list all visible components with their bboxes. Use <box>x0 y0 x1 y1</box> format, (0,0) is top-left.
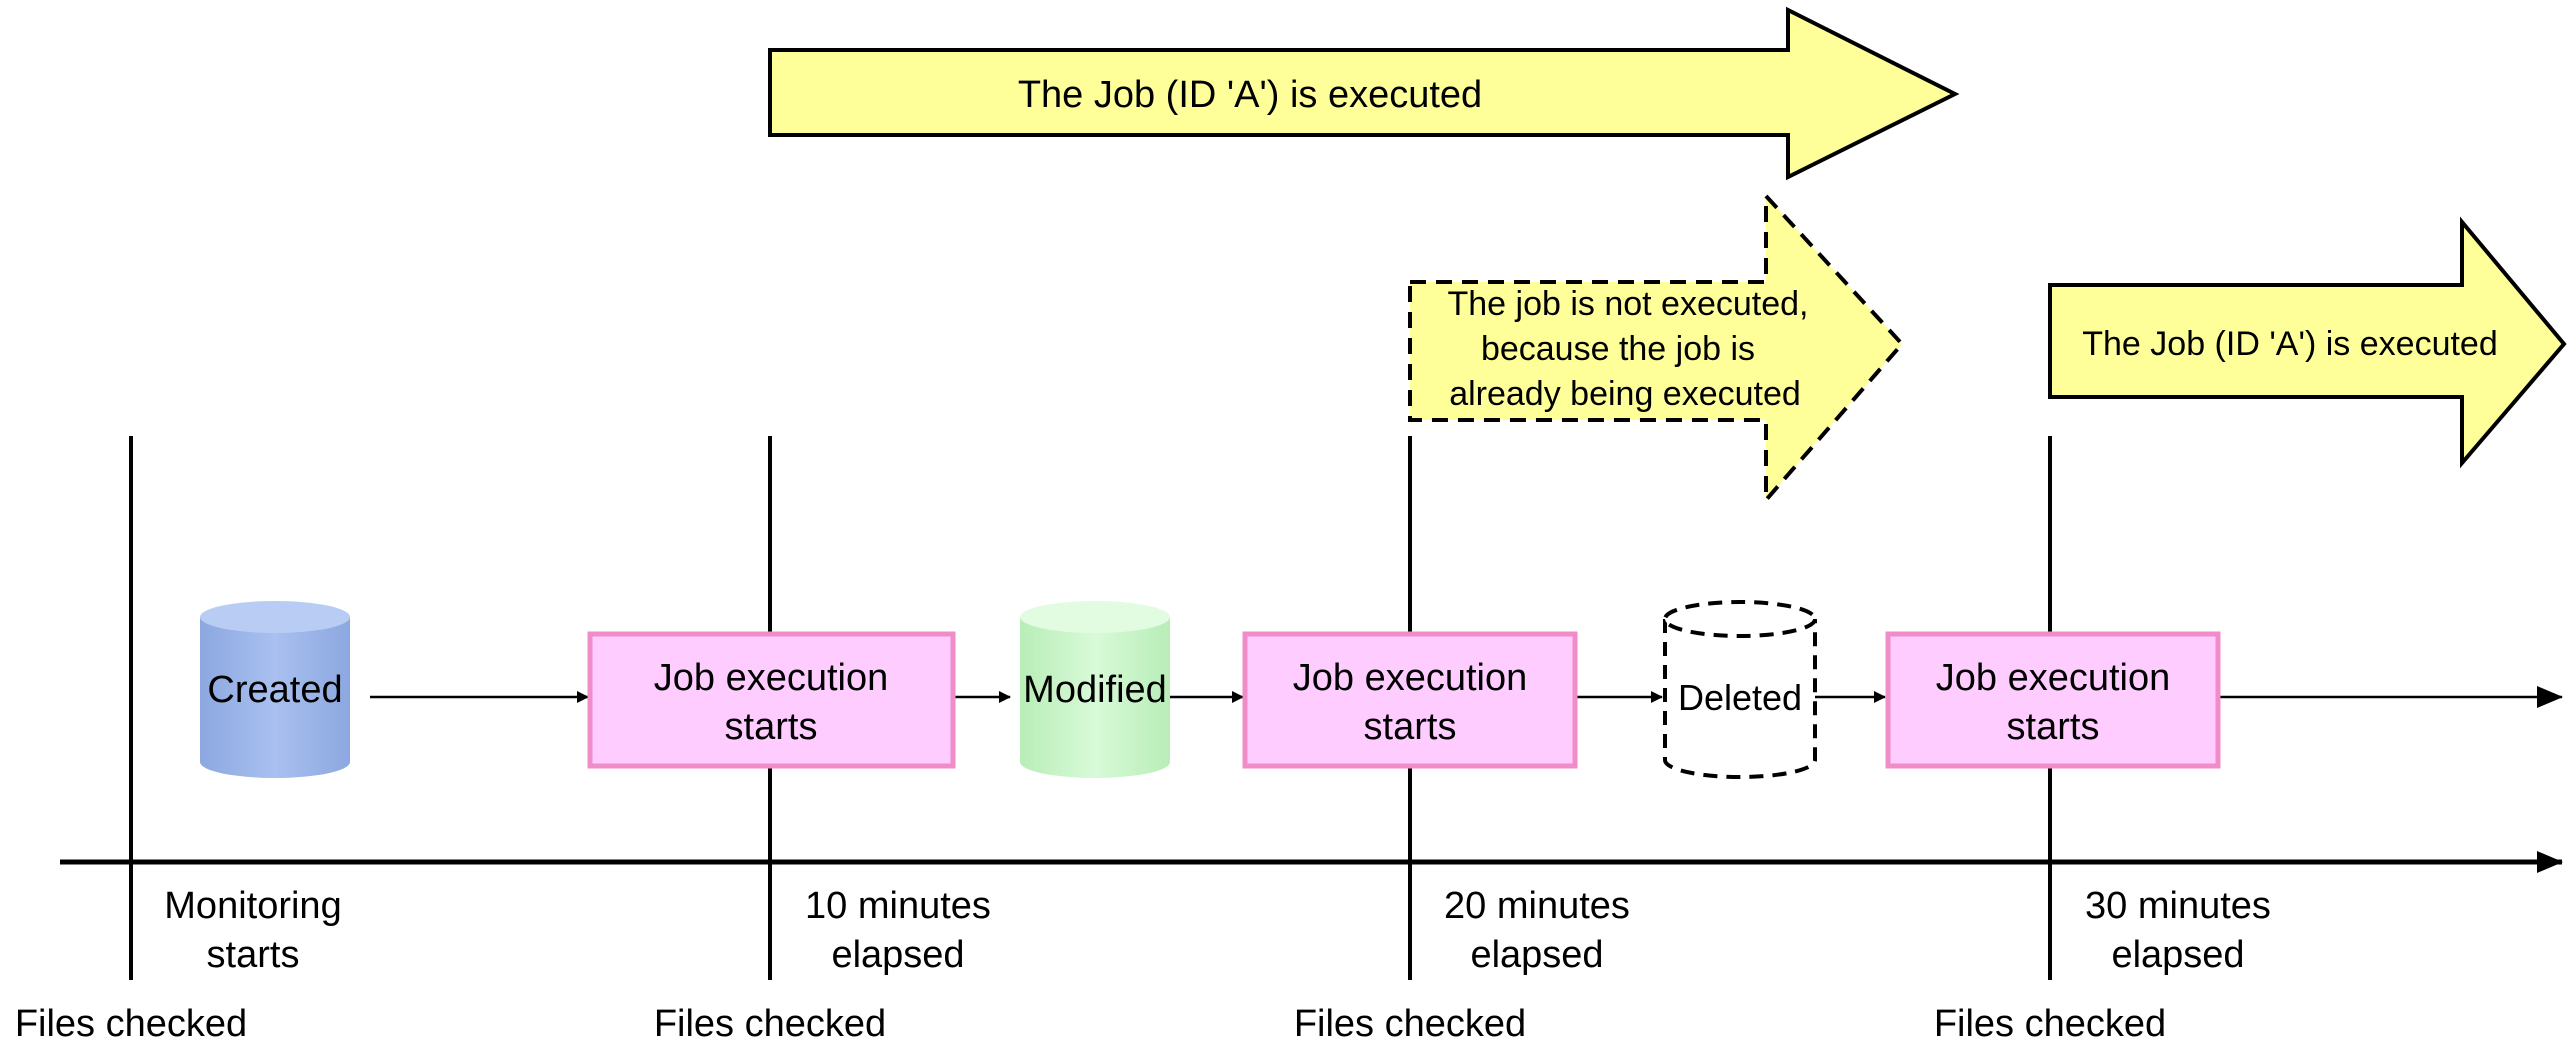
files-checked-10: Files checked <box>654 1003 886 1044</box>
job-execution-box-1: Job execution starts <box>587 631 956 769</box>
files-checked-labels: Files checked Files checked Files checke… <box>15 1003 2166 1044</box>
files-checked-0: Files checked <box>15 1003 247 1044</box>
timeline-mark-labels: Monitoring starts 10 minutes elapsed 20 … <box>164 885 2271 976</box>
job-executed-label-right: The Job (ID 'A') is executed <box>2082 325 2498 363</box>
job-executed-arrow-top: The Job (ID 'A') is executed <box>768 6 1960 181</box>
job-box-3-line1: Job execution <box>1936 657 2171 699</box>
mark-0-line1: Monitoring <box>164 885 341 927</box>
job-executed-arrow-right: The Job (ID 'A') is executed <box>2048 216 2567 469</box>
not-executed-label-line3: already being executed <box>1449 375 1801 413</box>
job-box-1-line2: starts <box>725 706 818 748</box>
job-box-2-line2: starts <box>1364 706 1457 748</box>
not-executed-label-line1: The job is not executed, <box>1447 285 1808 323</box>
mark-20-line1: 20 minutes <box>1444 885 1630 927</box>
modified-file-cylinder: Modified <box>1020 601 1170 778</box>
deleted-file-cylinder: Deleted <box>1663 600 1817 779</box>
modified-label: Modified <box>1023 669 1167 711</box>
created-label: Created <box>207 669 342 711</box>
job-execution-box-2: Job execution starts <box>1242 631 1578 769</box>
files-checked-20: Files checked <box>1294 1003 1526 1044</box>
mark-30-line1: 30 minutes <box>2085 885 2271 927</box>
job-execution-box-3: Job execution starts <box>1885 631 2221 769</box>
job-box-2-line1: Job execution <box>1293 657 1528 699</box>
created-file-cylinder: Created <box>200 601 350 778</box>
mark-20-line2: elapsed <box>1470 934 1603 976</box>
mark-0-line2: starts <box>207 934 300 976</box>
job-box-3-line2: starts <box>2007 706 2100 748</box>
mark-10-line2: elapsed <box>831 934 964 976</box>
mark-10-line1: 10 minutes <box>805 885 991 927</box>
not-executed-label-line2: because the job is <box>1481 330 1755 368</box>
job-not-executed-arrow: The job is not executed, because the job… <box>1408 190 1905 506</box>
files-checked-30: Files checked <box>1934 1003 2166 1044</box>
job-box-1-line1: Job execution <box>654 657 889 699</box>
deleted-label: Deleted <box>1678 677 1802 718</box>
job-executed-label-top: The Job (ID 'A') is executed <box>1018 74 1482 116</box>
mark-30-line2: elapsed <box>2111 934 2244 976</box>
